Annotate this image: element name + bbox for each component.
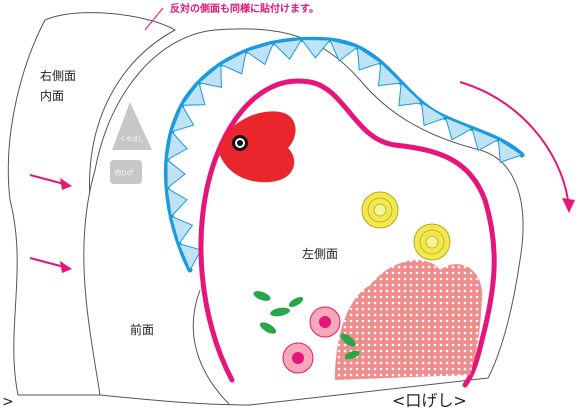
nikuhige-piece xyxy=(110,160,142,184)
tooth xyxy=(377,61,403,87)
tooth xyxy=(398,81,423,107)
plum-flower-1 xyxy=(309,306,341,338)
leaf xyxy=(253,291,271,301)
tooth xyxy=(471,127,500,152)
leaf xyxy=(344,350,360,360)
tooth xyxy=(300,39,331,59)
corner-mark: > xyxy=(2,394,14,408)
leaf xyxy=(340,333,356,347)
kuchibashi-label: くちばし xyxy=(120,135,144,143)
leaf xyxy=(259,322,277,334)
cushion-pattern xyxy=(335,260,483,380)
note-leader-line xyxy=(144,7,164,31)
tooth xyxy=(166,130,188,161)
teeth-group xyxy=(166,38,524,272)
tooth xyxy=(197,63,222,88)
left-side-label: 左側面 xyxy=(302,246,338,261)
eye-pupil-center xyxy=(237,140,243,146)
tooth xyxy=(356,46,383,71)
tooth xyxy=(272,38,303,60)
tooth xyxy=(497,138,524,163)
kuchibashi-piece xyxy=(112,102,152,150)
right-inner-label-line2: 内面 xyxy=(40,89,64,103)
arrow-right-icon xyxy=(29,174,72,190)
right-inner-label-line1: 右側面 xyxy=(40,68,76,83)
note-text: 反対の側面も同様に貼付けます。 xyxy=(170,2,319,15)
tooth xyxy=(178,243,202,272)
tooth xyxy=(329,39,359,62)
front-label: 前面 xyxy=(130,322,154,337)
yellow-flower-1 xyxy=(361,191,399,229)
tooth xyxy=(421,101,447,127)
mouth-inner-line xyxy=(198,78,497,388)
title-label: <口げし> xyxy=(392,391,467,408)
nikuhige-label: 肉ひげ xyxy=(115,169,133,177)
tooth xyxy=(244,42,275,66)
tooth xyxy=(166,187,188,218)
front-fold-line xyxy=(192,289,231,406)
curved-arrow-icon xyxy=(459,81,575,213)
tooth xyxy=(219,50,247,75)
arrow-right-icon xyxy=(29,257,72,273)
eye-red-shape xyxy=(218,111,296,183)
leaf xyxy=(288,296,304,308)
tooth xyxy=(170,215,194,245)
tooth xyxy=(170,104,195,133)
leaf xyxy=(270,307,290,317)
tooth xyxy=(180,81,206,106)
tooth xyxy=(444,116,474,141)
plum-flower-2 xyxy=(282,342,314,374)
tooth xyxy=(166,158,186,190)
yellow-flower-2 xyxy=(413,223,451,261)
